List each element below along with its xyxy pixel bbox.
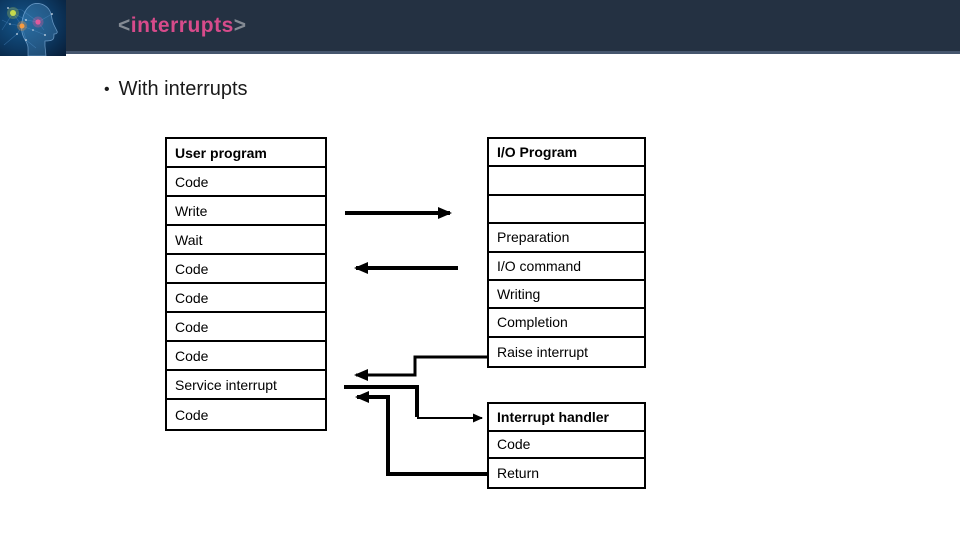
arrow-return-to-user — [355, 391, 487, 476]
table-row: Code — [175, 406, 209, 423]
title-open-bracket: < — [118, 13, 131, 37]
table-row: Code — [167, 342, 325, 371]
table-row: Code — [167, 313, 325, 342]
header-bar — [0, 0, 960, 54]
bullet-text: With interrupts — [118, 78, 248, 100]
arrow-raise-to-service — [354, 355, 487, 381]
table-row: Wait — [167, 226, 325, 255]
user-program-table: User program Code Write Wait Code Code C… — [165, 137, 327, 431]
table-row — [489, 196, 644, 225]
table-row: I/O Program — [489, 139, 644, 168]
table-row: Code — [489, 432, 644, 460]
page-title: <interrupts> — [118, 0, 247, 51]
table-row: User program — [167, 139, 325, 168]
app-logo — [0, 0, 66, 57]
table-row: Service interrupt — [167, 371, 325, 400]
bullet-item: • With interrupts — [104, 78, 248, 102]
table-row: Preparation — [489, 224, 644, 253]
neural-head-logo-icon — [0, 0, 66, 57]
table-row — [489, 167, 644, 196]
line-service-to-handler — [344, 385, 419, 417]
table-row: Raise interrupt — [497, 343, 589, 360]
table-row: Write — [167, 197, 325, 226]
interrupt-handler-table: Interrupt handler Code Return — [487, 402, 646, 489]
table-row: Code — [167, 168, 325, 197]
title-close-bracket: > — [233, 13, 247, 37]
table-row: Interrupt handler — [489, 404, 644, 432]
title-word: interrupts — [130, 13, 234, 37]
table-row: Code — [167, 255, 325, 284]
bullet-glyph: • — [104, 81, 110, 98]
table-row: I/O command — [489, 253, 644, 281]
table-row: Return — [497, 465, 540, 482]
io-program-table: I/O Program Preparation I/O command Writ… — [487, 137, 646, 368]
table-row: Writing — [489, 281, 644, 310]
table-row: Completion — [489, 309, 644, 338]
table-row: Code — [167, 284, 325, 313]
